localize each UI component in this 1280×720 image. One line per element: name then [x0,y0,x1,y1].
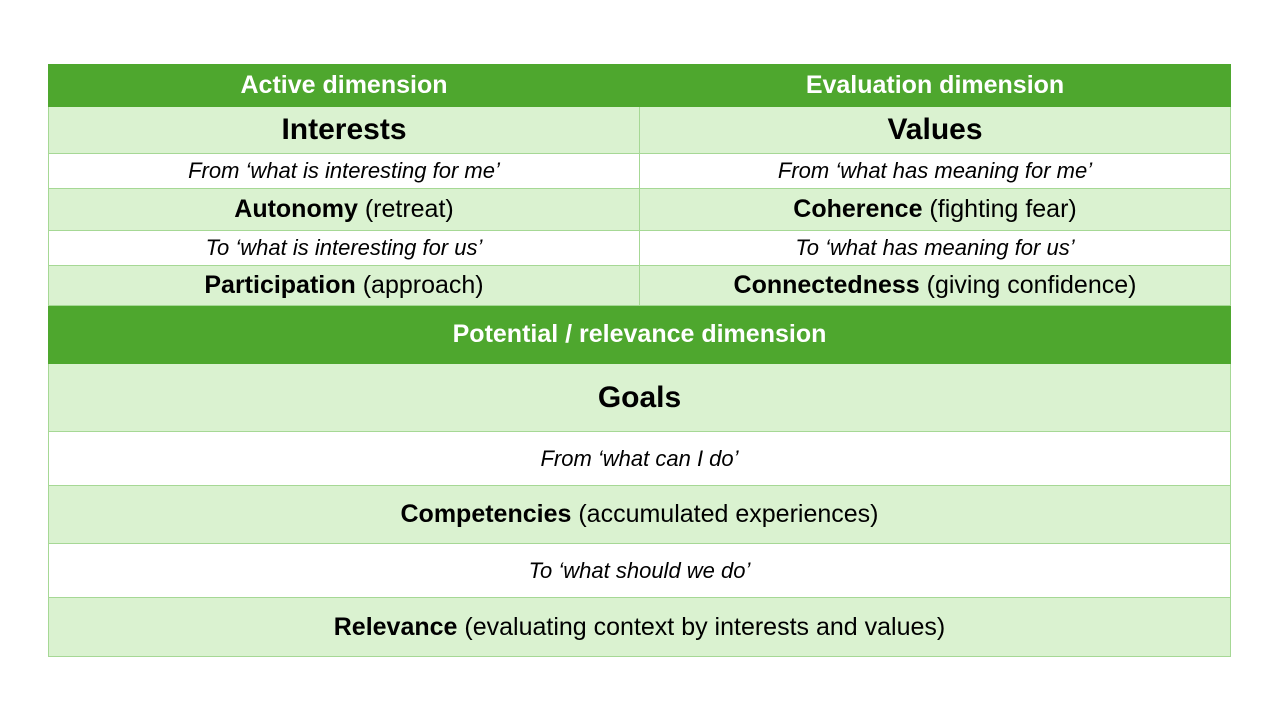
header-active: Active dimension [48,64,640,107]
autonomy: Autonomy [234,195,358,223]
participation-note: (approach) [355,271,484,299]
coherence-note: (fighting fear) [922,195,1077,223]
to-interest: To ‘what is interesting for us’ [48,230,640,266]
to-meaning: To ‘what has meaning for us’ [639,230,1231,266]
participation-cell: Participation (approach) [48,265,640,306]
coherence-cell: Coherence (fighting fear) [639,188,1231,231]
competencies-cell: Competencies (accumulated experiences) [48,485,1231,544]
autonomy-cell: Autonomy (retreat) [48,188,640,231]
connectedness: Connectedness [733,271,920,299]
interests: Interests [48,106,640,154]
connectedness-note: (giving confidence) [919,271,1137,299]
goals: Goals [48,363,1231,432]
relevance: Relevance [333,612,458,641]
to-should-do: To ‘what should we do’ [48,543,1231,598]
competencies: Competencies [400,500,572,528]
header-evaluation: Evaluation dimension [639,64,1231,107]
relevance-note: (evaluating context by interests and val… [457,612,946,641]
coherence: Coherence [793,195,923,223]
autonomy-note: (retreat) [357,195,454,223]
from-interest: From ‘what is interesting for me’ [48,153,640,189]
connectedness-cell: Connectedness (giving confidence) [639,265,1231,306]
competencies-note: (accumulated experiences) [571,500,879,528]
values: Values [639,106,1231,154]
participation: Participation [204,271,356,299]
from-meaning: From ‘what has meaning for me’ [639,153,1231,189]
header-potential: Potential / relevance dimension [48,305,1231,364]
relevance-cell: Relevance (evaluating context by interes… [48,597,1231,657]
from-can-do: From ‘what can I do’ [48,431,1231,486]
